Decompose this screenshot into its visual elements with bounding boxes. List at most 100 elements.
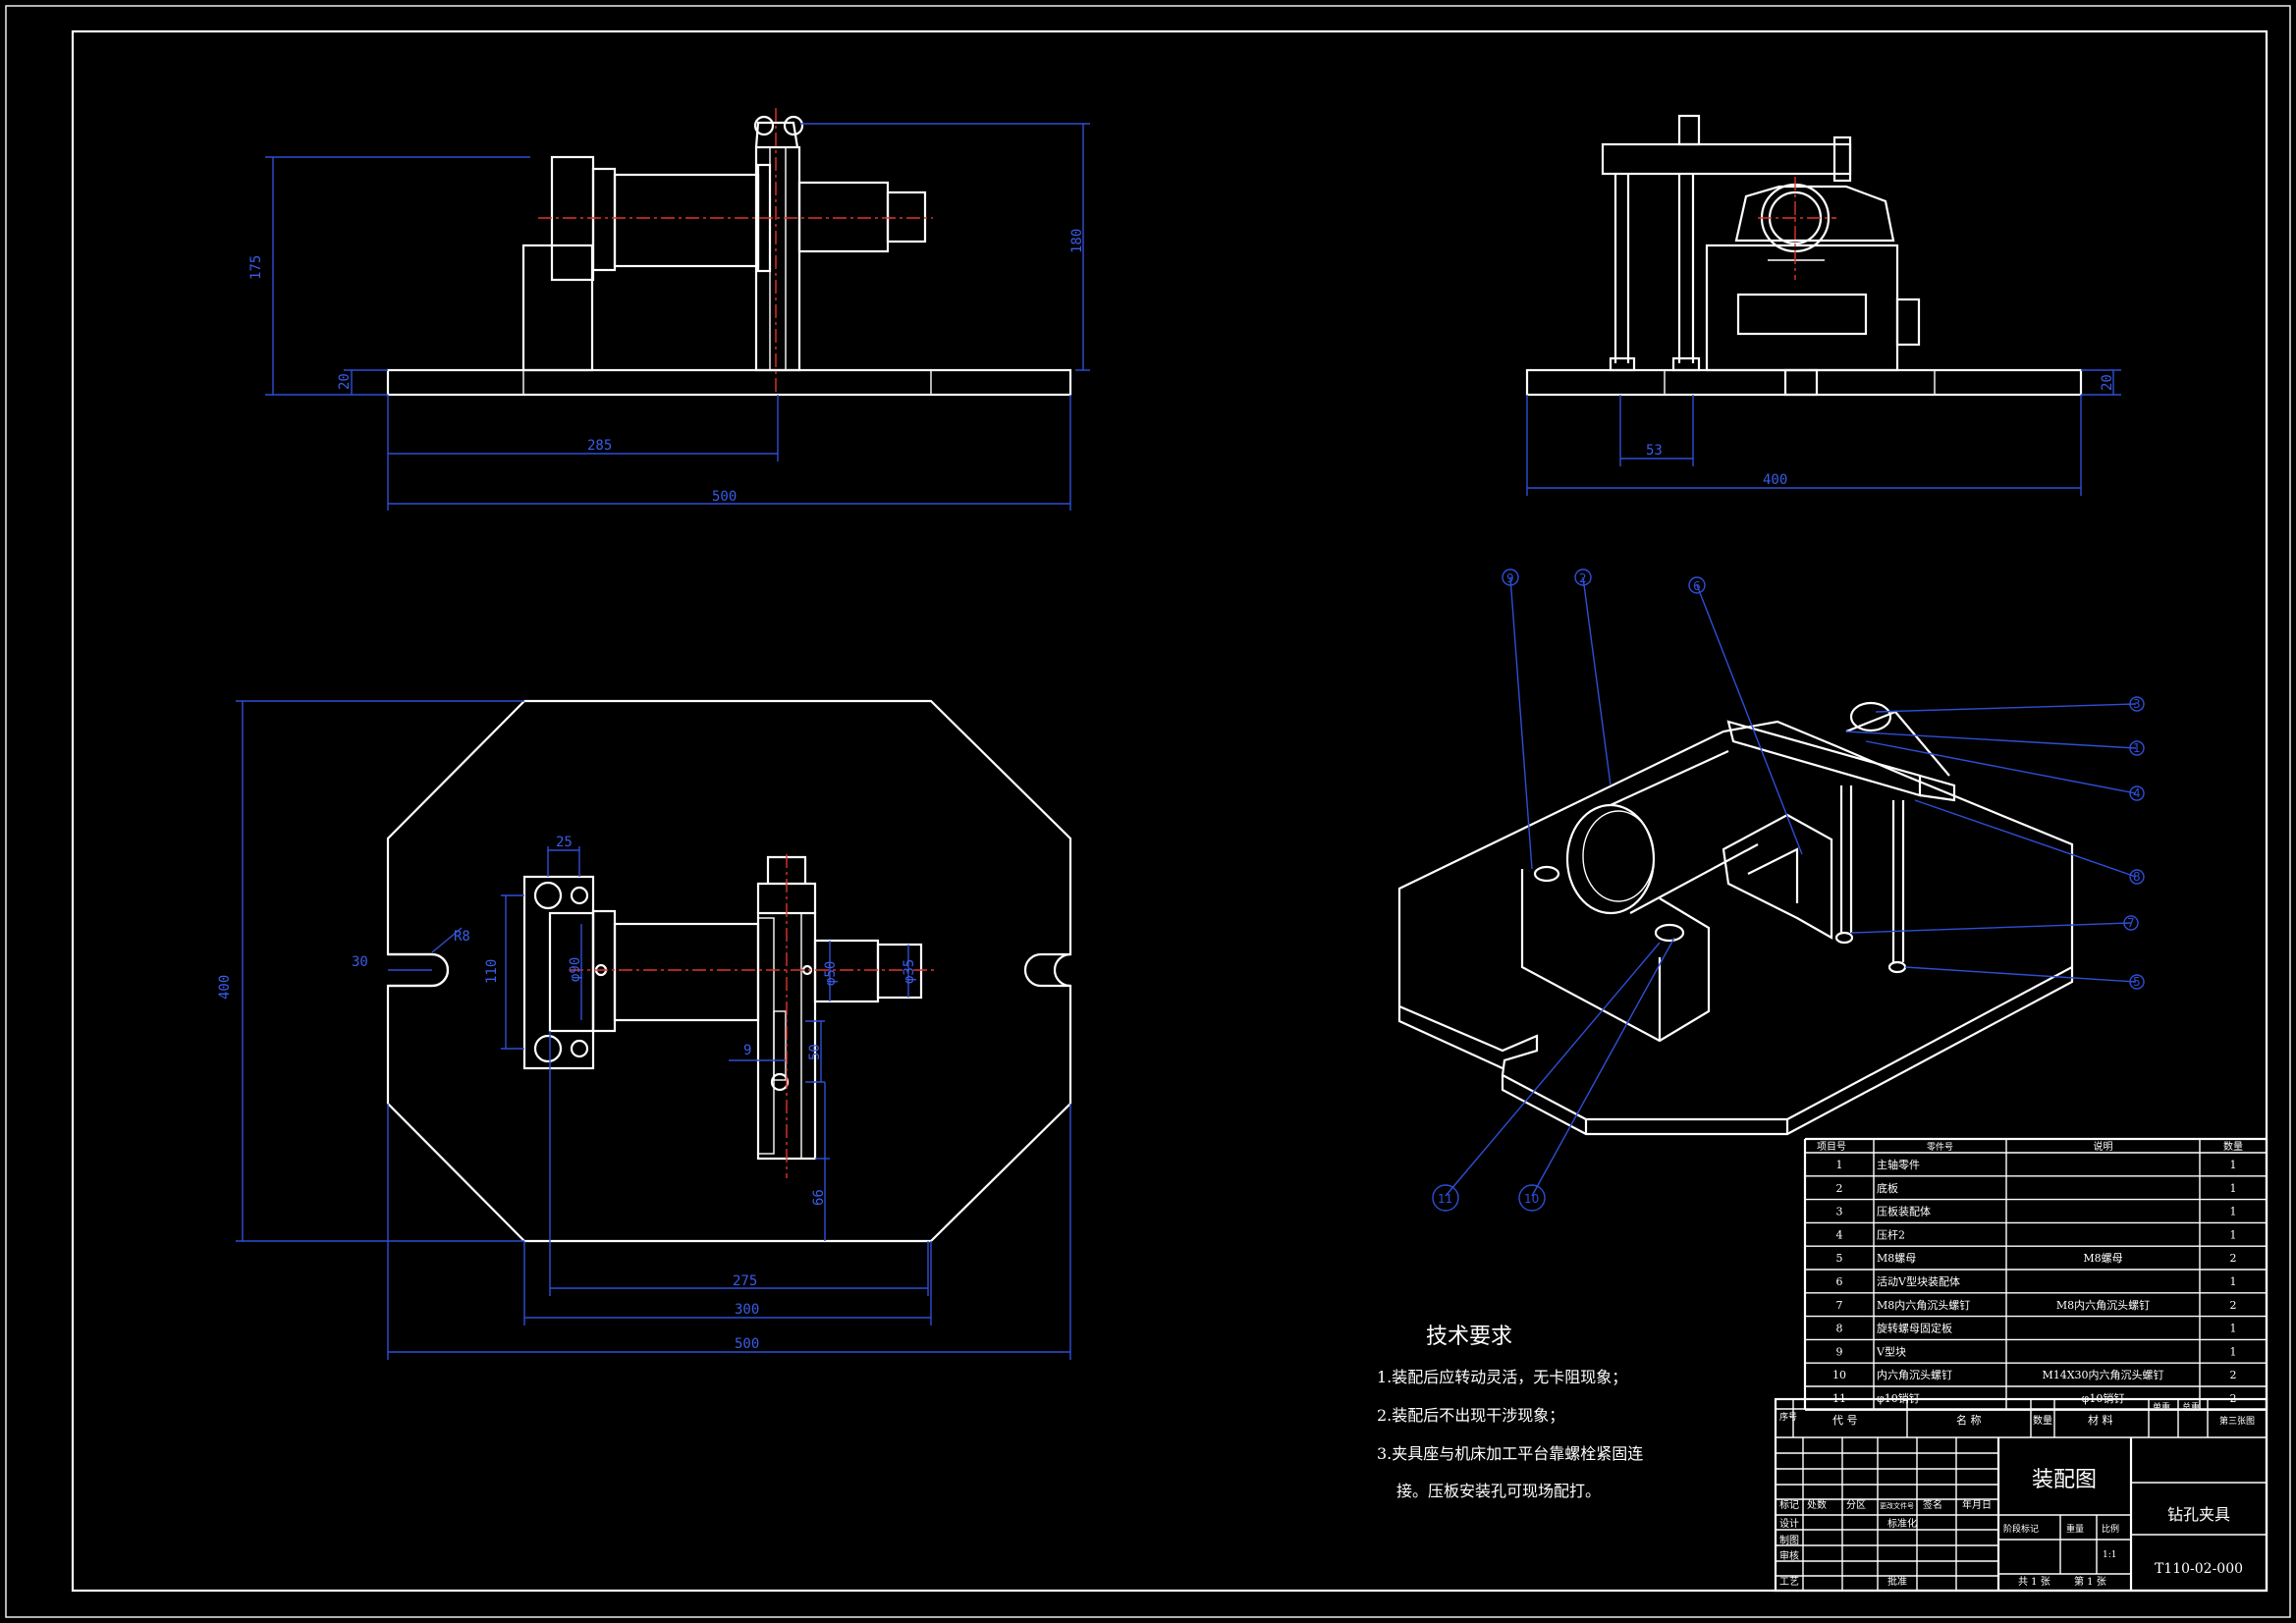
plan-dim-50: 50 [807,1044,823,1060]
side-dim-20: 20 [2100,374,2115,391]
tb-sheets: 共 1 张 [2018,1576,2050,1588]
tb-check: 审核 [1779,1549,1799,1562]
bom-row-part: 活动V型块装配体 [1877,1274,1960,1288]
bom-row-no: 2 [1836,1182,1843,1195]
bom-row-qty: 1 [2230,1228,2237,1241]
bom-row-no: 5 [1836,1252,1843,1265]
plan-dim-30: 30 [352,954,368,970]
front-dim-20: 20 [337,373,353,390]
balloon-5: 5 [2133,975,2141,989]
plan-dim-300: 300 [735,1302,759,1318]
tech-item-3: 3.夹具座与机床加工平台靠螺栓紧固连 [1377,1444,1643,1463]
bom-row-no: 6 [1836,1275,1843,1288]
tb-h-code: 代 号 [1832,1414,1858,1427]
tb-sign: 签名 [1923,1498,1942,1511]
plan-dim-9: 9 [743,1043,751,1058]
bom-header-desc: 说明 [2094,1140,2113,1153]
bom-row-no: 1 [1836,1159,1843,1171]
bom-header-qty: 数量 [2223,1140,2243,1153]
bom-row-qty: 2 [2230,1252,2237,1265]
plan-dim-d90: φ90 [568,957,583,982]
tech-item-4: 接。压板安装孔可现场配打。 [1396,1482,1601,1500]
bom-row-part: 压板装配体 [1877,1205,1931,1218]
bom-row-desc: M14X30内六角沉头螺钉 [2042,1368,2163,1381]
bom-row-qty: 1 [2230,1275,2237,1288]
balloon-4: 4 [2133,786,2141,800]
bom-row-part: 旋转螺母固定板 [1877,1322,1952,1335]
tb-count: 处数 [1807,1498,1827,1511]
plan-dim-500: 500 [735,1336,759,1352]
side-dim-53: 53 [1646,443,1663,459]
tb-h-total: 总重 [2182,1401,2200,1413]
bom-row-desc: M8内六角沉头螺钉 [2056,1298,2150,1312]
bom-row-desc: M8螺母 [2083,1252,2122,1265]
inner-frame [71,29,2269,1593]
tb-scale-val: 1:1 [2103,1550,2116,1560]
tb-zone: 分区 [1846,1499,1866,1511]
tech-item-2: 2.装配后不出现干涉现象； [1377,1406,1564,1425]
tb-scale: 比例 [2102,1523,2119,1535]
front-dim-180: 180 [1069,229,1085,253]
bom-row-no: 10 [1832,1369,1846,1381]
balloon-8: 8 [2133,870,2141,884]
balloon-3: 3 [2133,697,2141,711]
tb-design: 设计 [1779,1517,1799,1530]
outer-frame [5,5,2291,1618]
tb-h-qty: 数量 [2033,1414,2052,1427]
bom-row-qty: 1 [2230,1345,2237,1358]
tb-approve: 批准 [1887,1575,1907,1588]
tb-h-mat: 材 料 [2088,1413,2113,1427]
front-view: 175 20 180 285 500 [248,108,1090,511]
plan-dim-d35: φ35 [902,959,917,984]
bom-row-part: 压杆2 [1877,1227,1905,1241]
plan-dim-d50: φ50 [823,961,839,986]
bom-row-part: 内六角沉头螺钉 [1877,1368,1952,1381]
isometric-view: 9 2 6 3 1 4 8 7 5 11 10 [1397,568,2145,1212]
tech-title: 技术要求 [1426,1325,1512,1349]
bom-header-item: 项目号 [1817,1141,1846,1153]
tb-mark: 标记 [1779,1499,1799,1511]
tech-requirements: 技术要求 1.装配后应转动灵活，无卡阻现象； 2.装配后不出现干涉现象； 3.夹… [1377,1325,1643,1500]
tb-drawing-title: 装配图 [2032,1468,2097,1492]
plan-dim-r: R8 [454,929,470,945]
tb-weight: 重量 [2066,1523,2084,1535]
bom-header-part: 零件号 [1927,1141,1953,1153]
tb-date: 年月日 [1962,1498,1992,1511]
title-block: 序号 代 号 名 称 数量 材 料 单重 总重 第三张图 标记 处数 分区 更改… [1774,1397,2269,1593]
tb-sheet: 第 1 张 [2074,1575,2106,1588]
bom-row-qty: 1 [2230,1182,2237,1195]
bom-row-qty: 2 [2230,1369,2237,1381]
bom-row-no: 7 [1836,1299,1843,1312]
bom-row-qty: 1 [2230,1159,2237,1171]
front-dim-285: 285 [587,438,612,454]
balloon-6: 6 [1693,579,1701,593]
side-view: 20 53 400 [1525,114,2121,496]
bom-row-no: 3 [1836,1206,1843,1218]
plan-dim-25: 25 [556,835,573,850]
tb-stage: 阶段标记 [2003,1523,2039,1535]
tb-drawing-no: T110-02-000 [2155,1561,2243,1577]
plan-dim-400: 400 [217,975,233,1000]
plan-dim-110: 110 [484,959,500,984]
bom-row-qty: 1 [2230,1206,2237,1218]
plan-dim-66: 66 [811,1189,827,1206]
bom-row-no: 4 [1836,1228,1843,1241]
balloon-1: 1 [2133,741,2141,755]
front-dim-175: 175 [248,255,264,280]
balloon-9: 9 [1506,571,1514,585]
plan-dim-275: 275 [733,1273,757,1289]
balloon-11: 11 [1438,1192,1452,1206]
balloon-10: 10 [1524,1192,1539,1206]
plan-view: 400 30 R8 25 110 φ90 φ50 φ35 50 9 66 275 [217,699,1072,1360]
tb-h-note: 第三张图 [2219,1415,2255,1427]
bom-row-part: 主轴零件 [1877,1158,1920,1171]
balloon-7: 7 [2127,916,2135,930]
tb-h-single: 单重 [2153,1401,2170,1413]
front-dim-500: 500 [712,489,737,505]
bom-row-no: 9 [1836,1345,1843,1358]
bom-row-part: V型块 [1876,1344,1906,1358]
bom-row-qty: 1 [2230,1323,2237,1335]
tb-doc: 更改文件号 [1880,1501,1914,1510]
